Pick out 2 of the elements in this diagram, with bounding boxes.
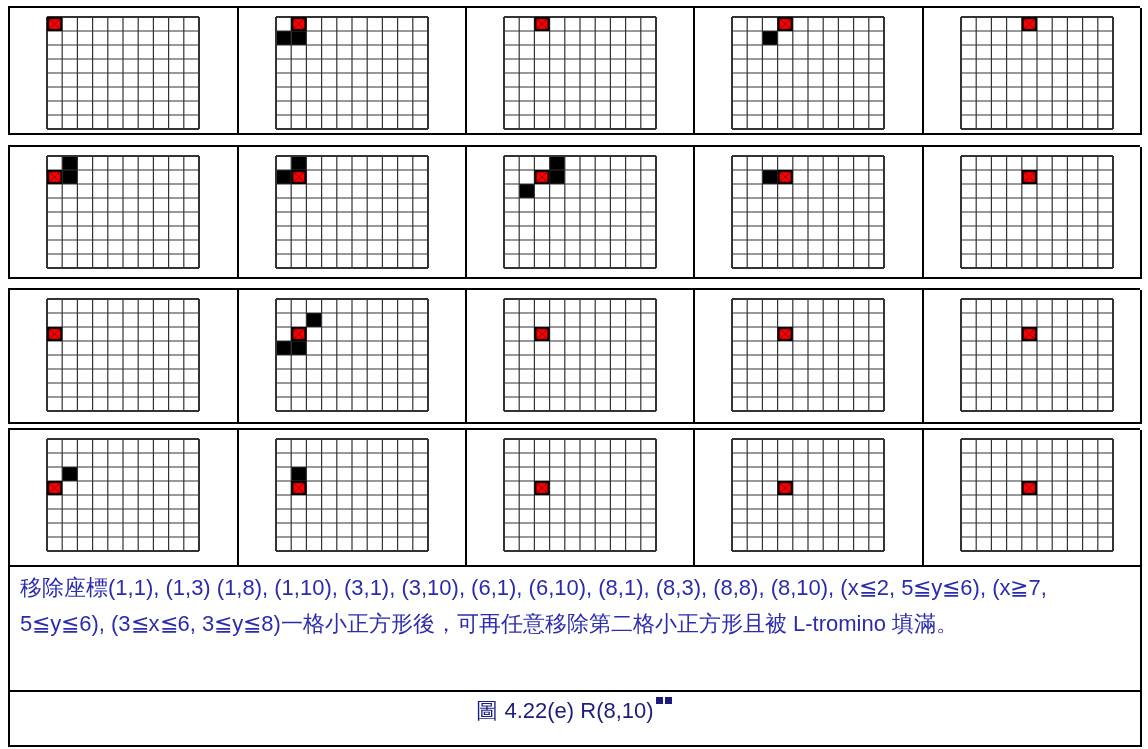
figure-caption: 圖 4.22(e) R(8,10)	[476, 698, 654, 723]
note-text: 移除座標(1,1), (1,3) (1,8), (1,10), (3,1), (3,10), (6,1), (6,10), (8,1), (8,3), (8,8), (8,10), (x≦2, 5≦y≦6), (x≧7, 5≦y≦6), (3≦x≦6, 3≦y≦8)一格小正方形後，可再任意移除第二格小正方形且被 L-tromino 填滿。	[20, 574, 1048, 638]
